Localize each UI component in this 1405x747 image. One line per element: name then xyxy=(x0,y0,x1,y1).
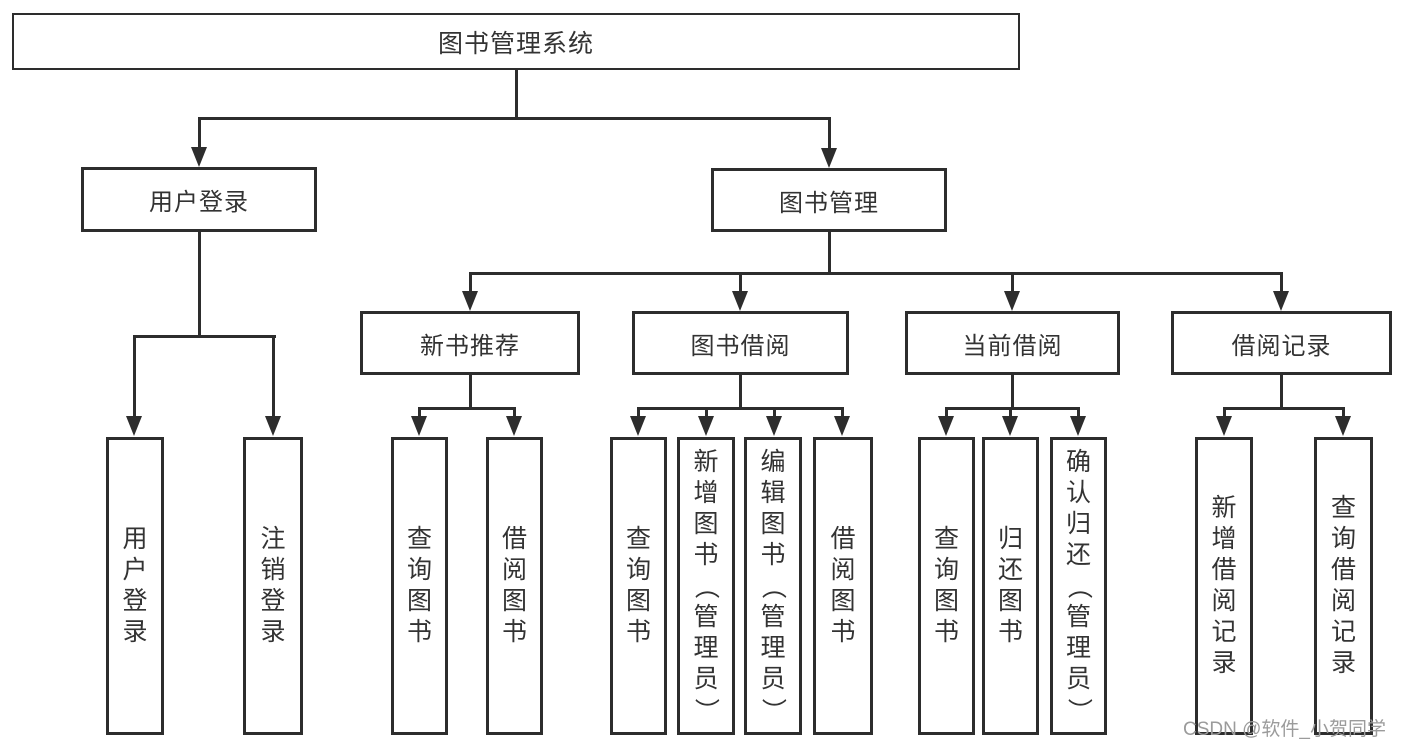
connector-line xyxy=(773,407,776,419)
arrow-down-icon xyxy=(732,291,748,311)
leaf-add-borrow-record: 新增借阅记录 xyxy=(1195,437,1253,735)
arrow-down-icon xyxy=(1004,291,1020,311)
leaf-borrow-books-2-label: 借阅图书 xyxy=(830,525,856,646)
arrow-down-icon xyxy=(630,416,646,436)
arrow-down-icon xyxy=(411,416,427,436)
leaf-confirm-return-admin: 确认归还（管理员） xyxy=(1050,437,1107,735)
leaf-query-books-2: 查询图书 xyxy=(610,437,667,735)
node-book-borrowing-label: 图书借阅 xyxy=(690,332,791,360)
leaf-query-books-1-label: 查询图书 xyxy=(406,525,432,646)
arrow-down-icon xyxy=(1335,416,1351,436)
connector-line xyxy=(198,231,201,338)
node-current-borrowing-label: 当前借阅 xyxy=(962,332,1063,360)
connector-line xyxy=(133,335,136,418)
leaf-borrow-books-1-label: 借阅图书 xyxy=(501,525,527,646)
connector-line xyxy=(418,407,516,410)
connector-line xyxy=(469,373,472,410)
arrow-down-icon xyxy=(821,148,837,168)
leaf-add-books-admin: 新增图书（管理员） xyxy=(677,437,735,735)
node-new-book-recommend-label: 新书推荐 xyxy=(420,332,520,360)
connector-line xyxy=(1342,407,1345,419)
leaf-user-login: 用户登录 xyxy=(106,437,164,735)
leaf-logout-label: 注销登录 xyxy=(260,525,286,646)
leaf-edit-books-admin: 编辑图书（管理员） xyxy=(744,437,802,735)
connector-line xyxy=(841,407,844,419)
leaf-return-books: 归还图书 xyxy=(982,437,1039,735)
connector-line xyxy=(1011,272,1014,293)
leaf-query-borrow-record: 查询借阅记录 xyxy=(1314,437,1373,735)
arrow-down-icon xyxy=(1070,416,1086,436)
arrow-down-icon xyxy=(265,416,281,436)
node-root-label: 图书管理系统 xyxy=(437,29,594,58)
arrow-down-icon xyxy=(698,416,714,436)
arrow-down-icon xyxy=(506,416,522,436)
leaf-user-login-label: 用户登录 xyxy=(122,525,148,646)
connector-line xyxy=(1077,407,1080,419)
node-borrowing-records-label: 借阅记录 xyxy=(1231,332,1332,360)
leaf-query-books-1: 查询图书 xyxy=(391,437,448,735)
node-root: 图书管理系统 xyxy=(12,13,1020,70)
arrow-down-icon xyxy=(1273,291,1289,311)
connector-line xyxy=(198,117,201,150)
node-user-login-label: 用户登录 xyxy=(149,189,249,216)
connector-line xyxy=(828,117,831,151)
connector-line xyxy=(418,407,421,419)
leaf-confirm-return-admin-label: 确认归还（管理员） xyxy=(1064,447,1093,723)
connector-line xyxy=(828,231,831,275)
node-new-book-recommend: 新书推荐 xyxy=(360,311,580,375)
leaf-borrow-books-2: 借阅图书 xyxy=(813,437,873,735)
node-book-borrowing: 图书借阅 xyxy=(632,311,849,375)
connector-line xyxy=(469,272,1283,275)
arrow-down-icon xyxy=(1216,416,1232,436)
arrow-down-icon xyxy=(766,416,782,436)
csdn-watermark: CSDN @软件_小贺同学 xyxy=(1183,719,1386,740)
connector-line xyxy=(1011,373,1014,410)
connector-line xyxy=(272,335,275,418)
connector-line xyxy=(1280,272,1283,293)
connector-line xyxy=(637,407,640,419)
connector-line xyxy=(515,70,518,118)
leaf-add-books-admin-label: 新增图书（管理员） xyxy=(692,447,721,723)
connector-line xyxy=(1280,373,1283,410)
arrow-down-icon xyxy=(191,147,207,167)
connector-line xyxy=(1009,407,1012,419)
connector-line xyxy=(739,272,742,293)
leaf-logout: 注销登录 xyxy=(243,437,303,735)
node-book-management: 图书管理 xyxy=(711,168,947,232)
leaf-query-books-2-label: 查询图书 xyxy=(625,525,651,646)
arrow-down-icon xyxy=(938,416,954,436)
connector-line xyxy=(469,272,472,293)
leaf-add-borrow-record-label: 新增借阅记录 xyxy=(1211,494,1237,677)
connector-line xyxy=(945,407,1080,410)
arrow-down-icon xyxy=(126,416,142,436)
connector-line xyxy=(1223,407,1226,419)
leaf-query-books-3: 查询图书 xyxy=(918,437,975,735)
connector-line xyxy=(739,373,742,410)
arrow-down-icon xyxy=(834,416,850,436)
connector-line xyxy=(198,117,831,120)
leaf-borrow-books-1: 借阅图书 xyxy=(486,437,543,735)
node-user-login: 用户登录 xyxy=(81,167,317,232)
leaf-query-borrow-record-label: 查询借阅记录 xyxy=(1330,494,1356,677)
connector-line xyxy=(133,335,276,338)
node-borrowing-records: 借阅记录 xyxy=(1171,311,1392,375)
leaf-edit-books-admin-label: 编辑图书（管理员） xyxy=(759,447,788,723)
connector-line xyxy=(945,407,948,419)
arrow-down-icon xyxy=(1002,416,1018,436)
connector-line xyxy=(705,407,708,419)
arrow-down-icon xyxy=(462,291,478,311)
leaf-return-books-label: 归还图书 xyxy=(997,525,1023,646)
leaf-query-books-3-label: 查询图书 xyxy=(933,525,959,646)
node-current-borrowing: 当前借阅 xyxy=(905,311,1120,375)
connector-line xyxy=(513,407,516,419)
node-book-management-label: 图书管理 xyxy=(779,189,879,217)
connector-line xyxy=(1223,407,1345,410)
connector-line xyxy=(637,407,844,410)
